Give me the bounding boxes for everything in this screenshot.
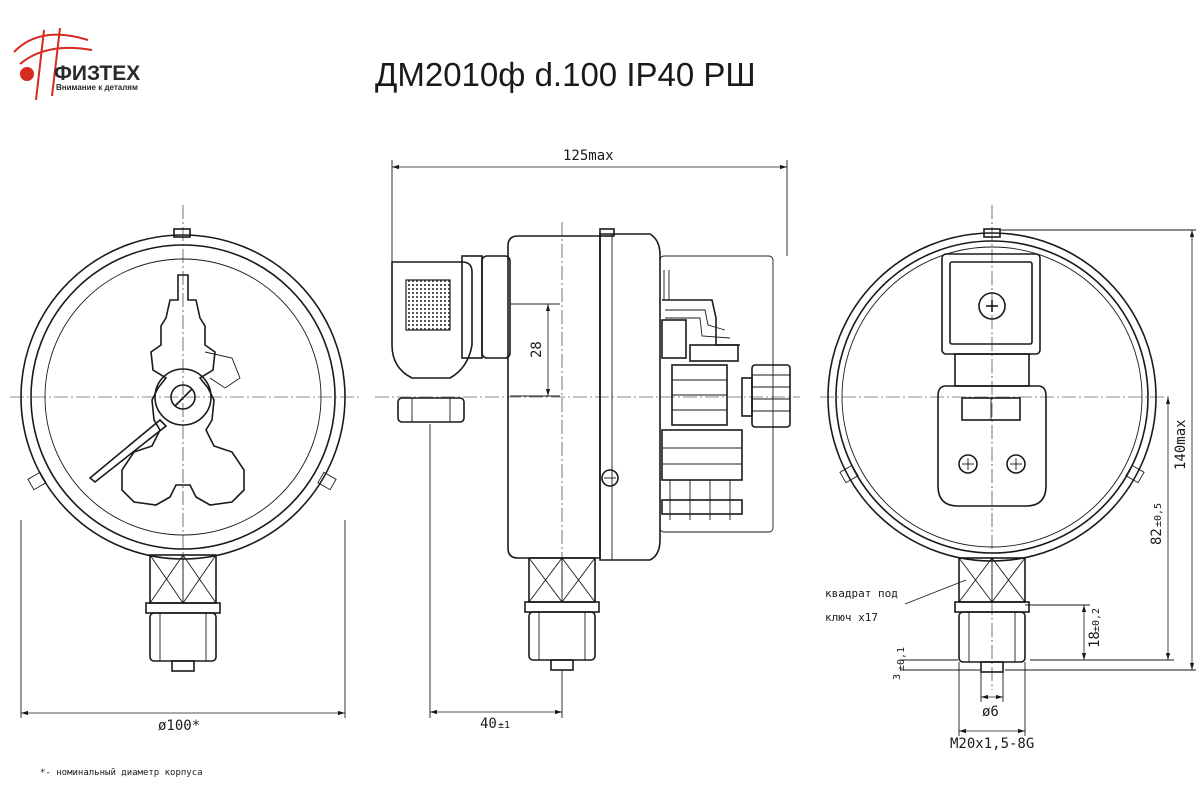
side-fitting [524,557,600,671]
drawing-title: ДМ2010ф d.100 IP40 РШ [375,56,756,93]
front-diameter-label: ø100* [158,718,200,734]
rear-view: 140max 82 ±0,5 18 ±0,2 3 ±0,1 ø6 M20x1,5… [820,205,1196,752]
side-view: 125max 28 [375,148,800,732]
side-offset-tolerance: ±1 [498,720,510,731]
contact-mechanism [88,274,245,506]
rear-center-height-label: 82 [1149,528,1165,545]
rear-center-height-tolerance: ±0,5 [1153,503,1164,527]
front-view: ø100* [10,205,360,734]
side-connector-plug [391,255,511,423]
rear-connector-socket [937,253,1047,507]
side-connector-height-label: 28 [529,341,545,358]
rear-fitting-length-tolerance: ±0,2 [1091,608,1102,632]
rear-fitting [954,557,1030,673]
wrench-callout-line1: квадрат под [825,587,898,600]
rear-bore-label: ø6 [982,704,999,720]
rear-thread-relief-label: 3 [892,674,903,680]
footnote: *- номинальный диаметр корпуса [40,768,203,778]
wrench-callout-line2: ключ х17 [825,611,878,624]
rear-total-height-label: 140max [1173,419,1189,470]
side-offset-label: 40 [480,716,497,732]
rear-thread-label: M20x1,5-8G [950,736,1034,752]
company-logo: ФИЗТЕХ Внимание к деталям [13,27,140,101]
side-width-label: 125max [563,148,614,164]
rear-fitting-length-label: 18 [1087,631,1103,648]
front-fitting [145,554,221,672]
logo-tagline: Внимание к деталям [56,83,138,92]
logo-emblem-icon [13,27,93,101]
rear-thread-relief-tolerance: ±0,1 [896,647,907,671]
side-mechanism [659,255,791,533]
logo-brand-text: ФИЗТЕХ [54,62,140,85]
